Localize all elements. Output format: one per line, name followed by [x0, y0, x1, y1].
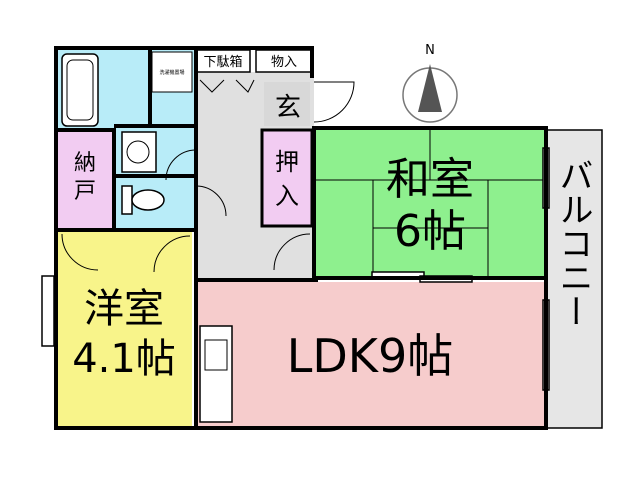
bathtub-inner [66, 59, 94, 121]
door-swing [195, 185, 227, 217]
oshiire-area [260, 128, 314, 228]
compass: N [402, 43, 458, 123]
door-swing [153, 235, 191, 273]
door-swing [235, 79, 255, 93]
monoire-label: 物入 [271, 55, 297, 70]
washitsu-area [316, 130, 546, 276]
oshiire-label-2: 入 [275, 182, 299, 210]
getabako-label: 下駄箱 [203, 54, 242, 70]
genkan-area [264, 82, 310, 126]
toilet-bowl [131, 189, 165, 211]
youshitsu-window [41, 275, 55, 347]
outer-wall [54, 46, 314, 78]
washitsu-label-1: 和室 [386, 154, 474, 205]
nando-label-1: 納 [74, 151, 96, 176]
nando-area [56, 132, 114, 228]
sink-basin [126, 140, 150, 164]
outer-wall [54, 46, 548, 430]
washer-spot [151, 51, 193, 93]
ldk-area [196, 282, 546, 428]
entrance-door-swing [313, 81, 355, 123]
door-swing [199, 79, 225, 93]
wall [54, 128, 116, 230]
youshitsu-label-1: 洋室 [84, 286, 164, 332]
tatami-lines [316, 130, 546, 276]
oshiire-label-1: 押 [275, 148, 299, 176]
door-swing [273, 233, 311, 271]
youshitsu-label-2: 4.1帖 [72, 336, 176, 382]
washer-spot-label: 洗濯機置場 [159, 69, 184, 76]
washitsu-label-2: 6帖 [394, 206, 466, 257]
compass-needle-icon [418, 64, 442, 112]
toilet-tank [121, 185, 133, 215]
balcony-area [546, 129, 603, 429]
balcony-label: バルコニー [553, 158, 593, 328]
walls [54, 46, 548, 430]
ldk-label: LDK9帖 [287, 329, 453, 383]
compass-north-label: N [425, 43, 435, 58]
door-swing [61, 233, 99, 271]
genkan-label: 玄 [275, 93, 301, 123]
kitchen-sink [204, 339, 228, 371]
nando-label-2: 戸 [74, 179, 96, 204]
